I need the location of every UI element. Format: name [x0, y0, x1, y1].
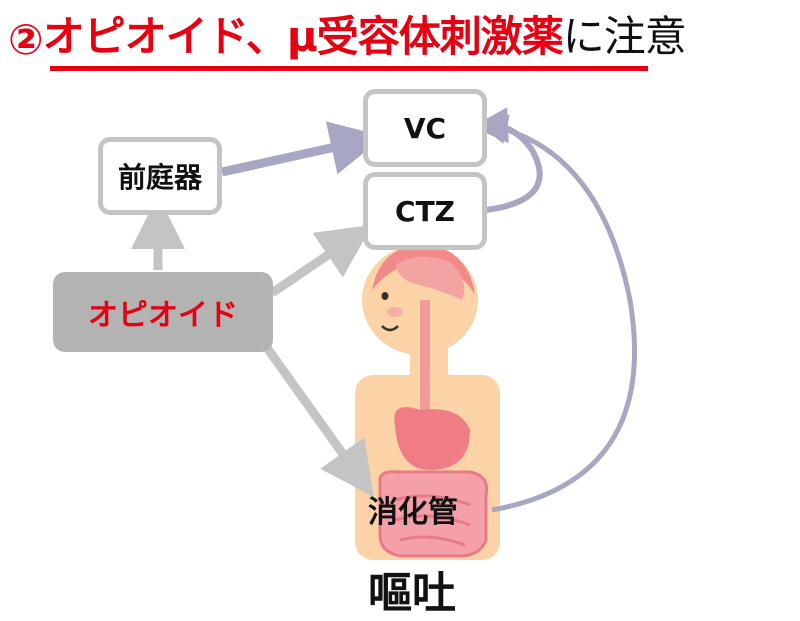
vc-label: VC: [403, 111, 447, 145]
arrow-vestibular-to-vc: [221, 121, 385, 177]
opioid-box: オピオイド: [53, 272, 273, 352]
title-marker: ②: [8, 15, 44, 64]
title-suffix: に注意: [562, 12, 687, 61]
arrow-opioid-to-ctz: [269, 224, 373, 297]
ctz-box: CTZ: [363, 172, 487, 250]
arrow-digestive-to-vc: [477, 114, 637, 513]
vestibular-label: 前庭器: [117, 161, 202, 194]
vomiting-label: 嘔吐: [368, 568, 456, 619]
vc-box: VC: [363, 89, 487, 167]
human-body-illustration: [355, 245, 500, 560]
ctz-label: CTZ: [395, 194, 455, 228]
vestibular-box: 前庭器: [98, 137, 222, 215]
title-underline: [50, 66, 648, 71]
opioid-label: オピオイド: [88, 298, 238, 333]
title-highlight: オピオイド、μ受容体刺激薬: [42, 12, 564, 61]
arrow-opioid-to-digestive: [261, 342, 374, 497]
digestive-label: 消化管: [368, 495, 458, 530]
